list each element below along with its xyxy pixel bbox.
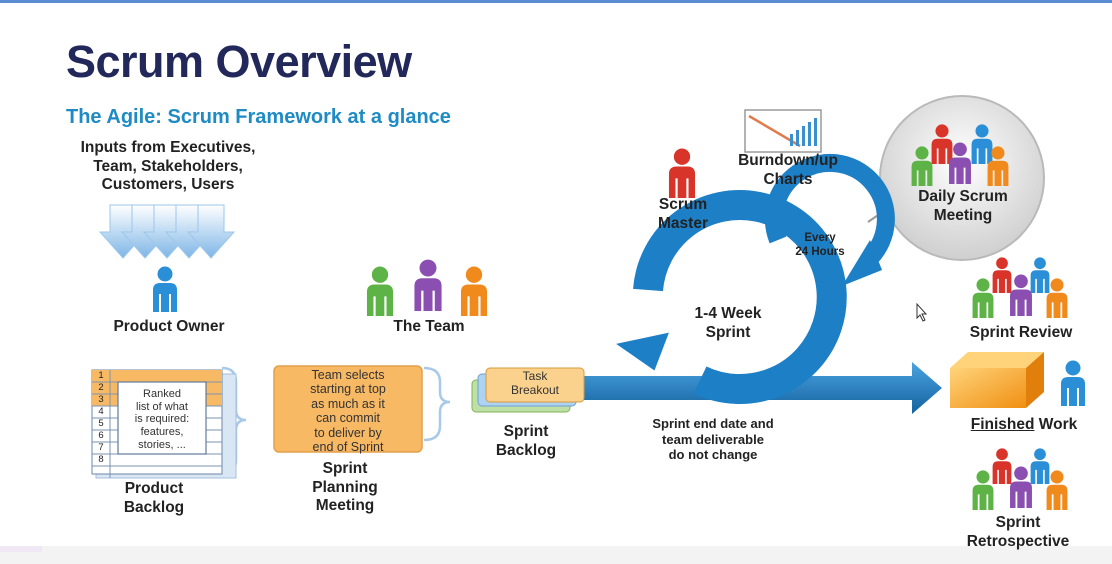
team-label: The Team <box>393 318 465 335</box>
daily-cycle-arrow <box>764 153 895 286</box>
product-backlog-stack <box>91 369 237 479</box>
finished-work-box-icon <box>950 352 1044 408</box>
slide-top-border <box>0 0 1112 3</box>
product-owner-label: Product Owner <box>113 318 225 335</box>
planning-bracket <box>423 366 451 442</box>
daily-scrum-circle <box>867 95 1045 261</box>
burndown-chart-icon <box>744 109 822 153</box>
finished-work-person-icon <box>1061 360 1085 406</box>
product-owner-icon <box>153 266 177 312</box>
slide-bottom-band <box>0 546 1112 564</box>
sprint-backlog-stack <box>471 367 585 413</box>
team-people-icon <box>366 259 488 316</box>
sprint-review-people-icon <box>972 257 1068 318</box>
retrospective-people-icon <box>972 448 1068 510</box>
input-arrows-icon <box>98 204 236 259</box>
inputs-label: Inputs from Executives,Team, Stakeholder… <box>80 139 256 194</box>
sprint-review-label: Sprint Review <box>969 324 1073 341</box>
bottom-left-mark <box>0 546 42 552</box>
mouse-cursor-icon <box>916 302 928 322</box>
planning-box <box>273 365 423 453</box>
scrum-master-icon <box>668 148 696 198</box>
sprint-cycle-arrow <box>616 190 847 405</box>
diagram-subtitle: The Agile: Scrum Framework at a glance <box>66 106 451 128</box>
slide-title: Scrum Overview <box>66 36 412 87</box>
finished-work-label: Finished Work <box>970 416 1078 433</box>
